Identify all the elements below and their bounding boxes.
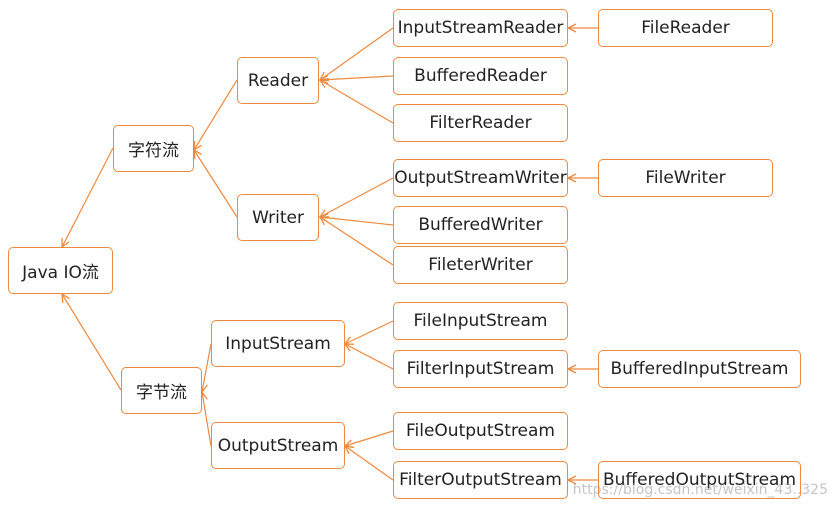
node-file-input-stream: FileInputStream xyxy=(393,302,568,340)
edge-byte-to-root xyxy=(62,294,122,391)
node-output-stream: OutputStream xyxy=(211,422,345,469)
node-filter-reader: FilterReader xyxy=(393,104,568,142)
node-writer: Writer xyxy=(237,194,319,241)
edge-instream-to-byte xyxy=(202,343,212,392)
edge-reader-to-char xyxy=(194,79,238,150)
edge-br-to-reader xyxy=(320,76,394,80)
node-byte-stream: 字节流 xyxy=(121,367,202,414)
node-output-stream-writer: OutputStreamWriter xyxy=(393,159,568,197)
node-buffered-reader: BufferedReader xyxy=(393,57,568,95)
node-input-stream: InputStream xyxy=(211,320,345,367)
edge-isr-to-reader xyxy=(320,27,394,80)
node-buffered-writer: BufferedWriter xyxy=(393,206,568,244)
node-character-stream: 字符流 xyxy=(113,125,194,172)
node-buffered-input-stream: BufferedInputStream xyxy=(598,350,801,388)
node-filter-output-stream: FilterOutputStream xyxy=(393,461,568,499)
node-file-writer: FileWriter xyxy=(598,159,773,197)
node-filter-input-stream: FilterInputStream xyxy=(393,350,568,388)
node-reader: Reader xyxy=(237,57,319,104)
node-file-reader: FileReader xyxy=(598,9,773,47)
edge-writer-to-char xyxy=(194,150,238,218)
edge-char-to-root xyxy=(62,147,114,247)
edge-filis-to-instream xyxy=(345,344,394,370)
edge-filos-to-outstream xyxy=(345,446,394,481)
node-buffered-output-stream: BufferedOutputStream xyxy=(598,461,801,499)
edge-fos-to-outstream xyxy=(345,430,394,446)
node-java-io-stream: Java IO流 xyxy=(8,247,113,294)
edge-outstream-to-byte xyxy=(202,392,212,447)
edge-fis-to-instream xyxy=(345,320,394,344)
node-file-output-stream: FileOutputStream xyxy=(393,412,568,450)
edge-fw-to-writer xyxy=(320,217,394,266)
edge-bw-to-writer xyxy=(320,217,394,226)
node-fileter-writer: FileterWriter xyxy=(393,246,568,284)
edge-osw-to-writer xyxy=(320,177,394,217)
node-input-stream-reader: InputStreamReader xyxy=(393,9,568,47)
edge-fr-to-reader xyxy=(320,80,394,124)
watermark-url: https://blog.csdn.net/weixin_43..325 xyxy=(572,482,828,498)
